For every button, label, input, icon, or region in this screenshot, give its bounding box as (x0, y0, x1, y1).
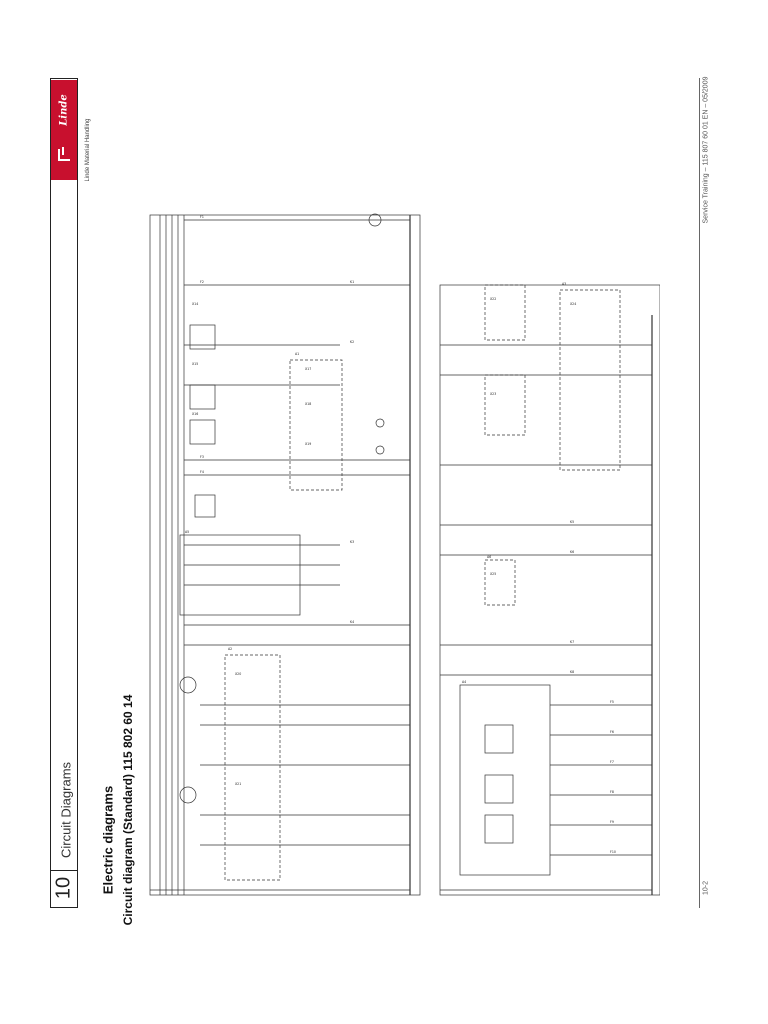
svg-text:F4: F4 (200, 470, 204, 474)
page-number: 10-2 (702, 880, 710, 896)
svg-text:A4: A4 (462, 680, 466, 684)
header-divider (50, 870, 78, 871)
schematic-left-half (149, 213, 421, 896)
schematic-right-half (439, 284, 660, 896)
svg-text:X21: X21 (235, 782, 241, 786)
brand-logo (51, 80, 77, 180)
svg-text:A1: A1 (295, 352, 299, 356)
svg-text:F3: F3 (200, 455, 204, 459)
chapter-number: 10 (52, 876, 75, 900)
svg-text:X24: X24 (570, 302, 576, 306)
svg-text:X23: X23 (490, 392, 496, 396)
footer-divider (699, 78, 700, 908)
svg-text:X20: X20 (235, 672, 241, 676)
svg-text:F6: F6 (610, 730, 614, 734)
svg-text:F7: F7 (610, 760, 614, 764)
svg-text:X18: X18 (305, 402, 311, 406)
svg-text:F8: F8 (610, 790, 614, 794)
svg-text:X17: X17 (305, 367, 311, 371)
svg-text:X25: X25 (490, 572, 496, 576)
svg-text:F1: F1 (200, 215, 204, 219)
circuit-schematic: X14 X15 X16 X17 X18 X19 X20 X21 X22 X23 … (149, 213, 660, 896)
svg-text:F9: F9 (610, 820, 614, 824)
svg-text:F2: F2 (200, 280, 204, 284)
svg-text:K4: K4 (350, 620, 354, 624)
svg-text:K2: K2 (350, 340, 354, 344)
svg-text:F5: F5 (610, 700, 614, 704)
diagram-title: Circuit diagram (Standard) 115 802 60 14 (121, 694, 135, 926)
svg-text:X16: X16 (192, 412, 198, 416)
svg-text:X22: X22 (490, 297, 496, 301)
brand-mark-icon (58, 147, 70, 161)
svg-text:A5: A5 (185, 530, 189, 534)
svg-text:K7: K7 (570, 640, 574, 644)
svg-text:A3: A3 (562, 282, 566, 286)
brand-logo-text: Linde (58, 94, 70, 126)
svg-text:X15: X15 (192, 362, 198, 366)
svg-text:K6: K6 (570, 550, 574, 554)
svg-text:A2: A2 (228, 647, 232, 651)
schematic-labels: X14 X15 X16 X17 X18 X19 X20 X21 X22 X23 … (185, 215, 616, 854)
svg-text:F10: F10 (610, 850, 616, 854)
svg-text:A6: A6 (487, 555, 491, 559)
svg-text:K8: K8 (570, 670, 574, 674)
header-frame (50, 78, 78, 908)
document-reference: Service Training – 115 807 60 01 EN – 05… (702, 76, 710, 224)
section-title: Electric diagrams (100, 785, 116, 895)
svg-text:X14: X14 (192, 302, 198, 306)
svg-text:K3: K3 (350, 540, 354, 544)
svg-text:K5: K5 (570, 520, 574, 524)
chapter-title: Circuit Diagrams (58, 761, 74, 859)
brand-tagline: Linde Material Handling (85, 118, 91, 182)
svg-text:K1: K1 (350, 280, 354, 284)
svg-text:X19: X19 (305, 442, 311, 446)
